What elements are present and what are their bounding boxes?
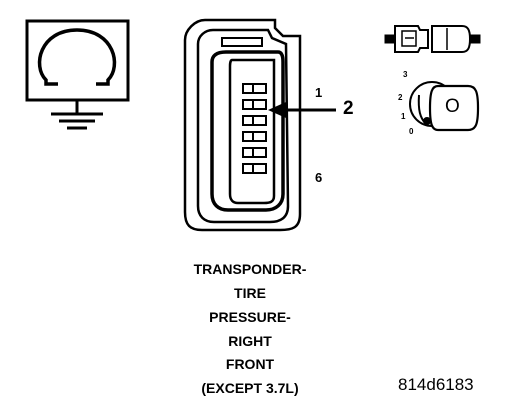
ignition-key-label: O — [445, 96, 460, 117]
ignition-switch-icon — [409, 81, 480, 132]
title-line-1: TRANSPONDER- — [193, 261, 307, 277]
title-line-4: RIGHT — [228, 333, 272, 349]
title-line-3: PRESSURE- — [209, 309, 291, 325]
connector-housing — [183, 18, 302, 232]
callout-pin-label: 2 — [343, 98, 354, 119]
title-line-2: TIRE — [234, 285, 266, 301]
ignition-position-0: 0 — [409, 127, 414, 136]
callout-arrow — [268, 102, 336, 118]
title-line-6: (EXCEPT 3.7L) — [201, 380, 299, 396]
title-line-5: FRONT — [225, 356, 275, 372]
ground-ohm-icon — [25, 19, 130, 130]
terminal-pin-3 — [242, 115, 267, 126]
connector-side-view-icon — [384, 25, 481, 53]
terminal-pin-4 — [242, 131, 267, 142]
terminal-cavities — [242, 83, 267, 174]
pin-number-first: 1 — [315, 85, 323, 100]
terminal-pin-1 — [242, 83, 267, 94]
ignition-position-3: 3 — [403, 70, 408, 79]
ignition-position-1: 1 — [401, 112, 406, 121]
figure-code: 814d6183 — [398, 375, 474, 394]
terminal-pin-6 — [242, 163, 267, 174]
terminal-pin-2 — [242, 99, 267, 110]
ignition-position-2: 2 — [398, 93, 403, 102]
pin-number-last: 6 — [315, 170, 323, 185]
terminal-pin-5 — [242, 147, 267, 158]
